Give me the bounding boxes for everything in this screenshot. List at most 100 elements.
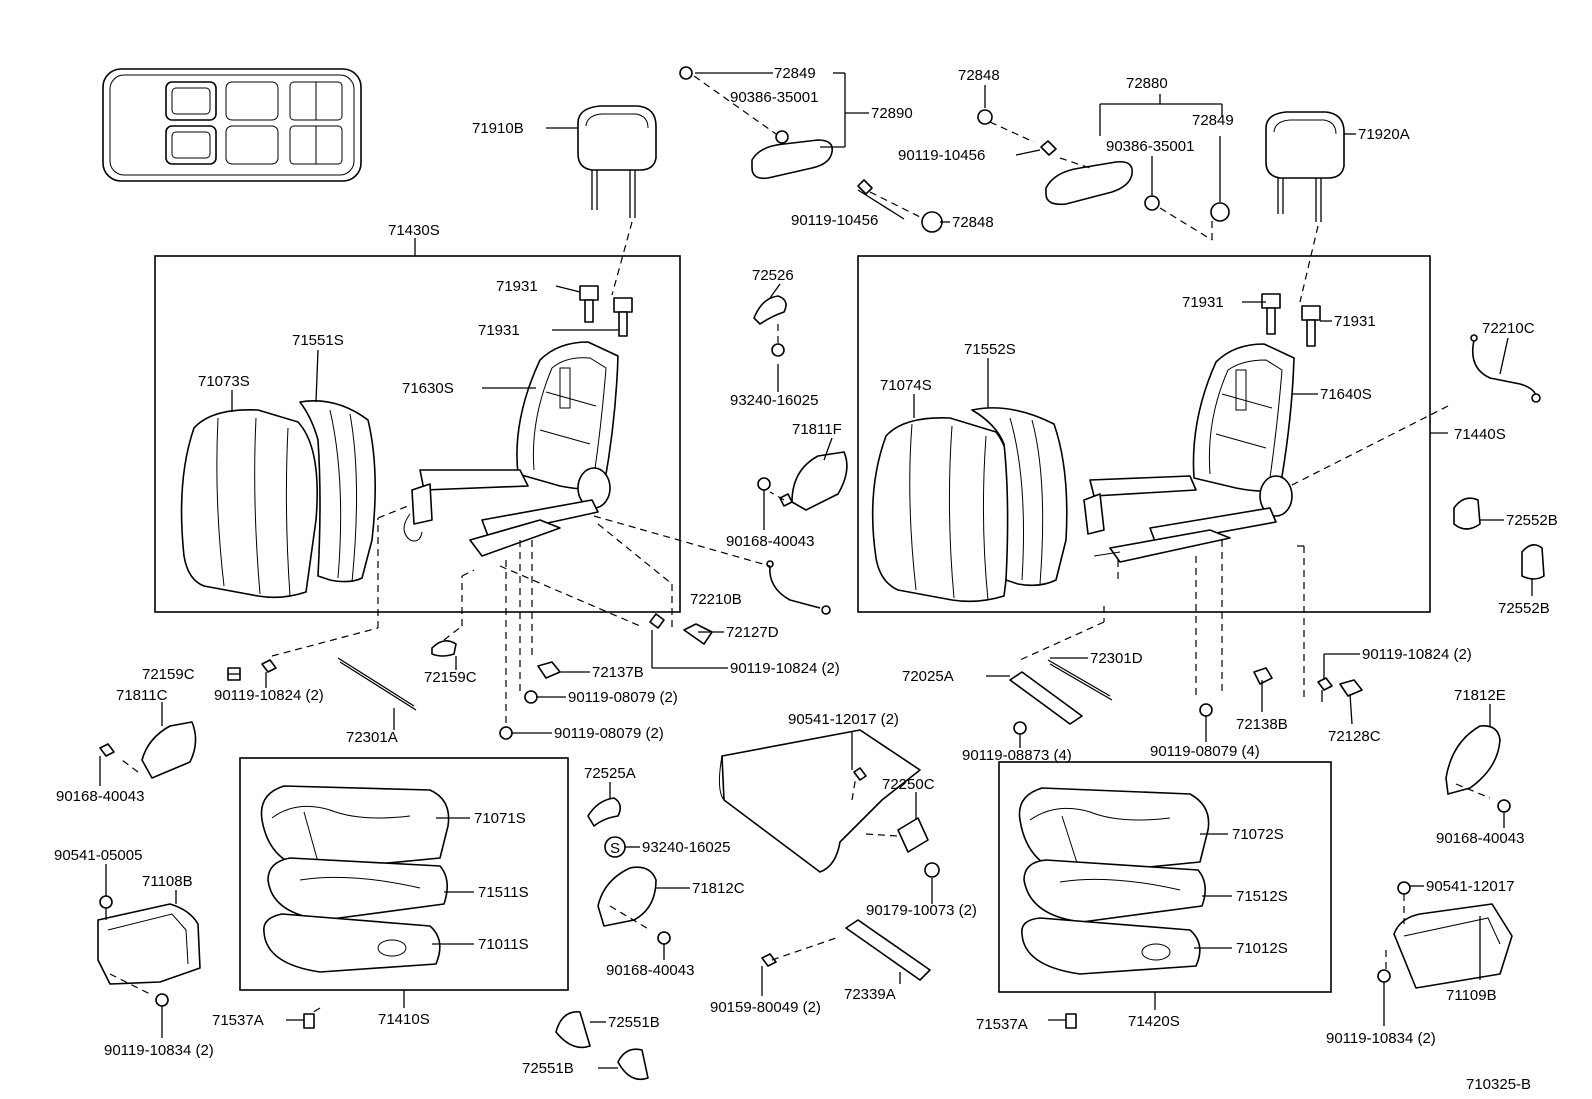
label-90168-40043-d: 90168-40043 [606,962,694,979]
headrest-guides-left [579,285,633,337]
label-72127D: 72127D [726,624,779,641]
seatback-cover-right [871,417,1015,603]
label-72210C: 72210C [1482,320,1535,337]
label-90159-80049: 90159-80049 (2) [710,999,821,1016]
link-72339A [845,919,931,981]
label-72210B: 72210B [690,591,742,608]
release-cable-right [1471,339,1537,397]
seatback-pad-left [299,400,376,583]
label-71537A-left: 71537A [212,1012,264,1029]
lever-72525A [587,797,622,827]
assembly-box-71440s [857,255,1431,613]
label-93240-16025-top: 93240-16025 [730,392,818,409]
cover-71812C [597,866,657,927]
label-93240-16025-bottom: 93240-16025 [642,839,730,856]
label-71931-d: 71931 [1334,313,1376,330]
label-71910B: 71910B [472,120,524,137]
label-72138B: 72138B [1236,716,1288,733]
label-72525A: 72525A [584,765,636,782]
label-72301D: 72301D [1090,650,1143,667]
label-72526: 72526 [752,267,794,284]
hinge-72250C [897,817,929,853]
label-72339A: 72339A [844,986,896,1003]
layout-seat-rear-left [165,125,217,165]
label-71931-c: 71931 [1182,294,1224,311]
label-71812E: 71812E [1454,687,1506,704]
clip-71537A-left [303,1013,315,1029]
seatback-cover-left [180,409,318,599]
seat-layout-key [102,68,362,182]
assembly-lines [109,405,1491,1015]
layout-seat-rear-center [225,125,279,165]
label-90119-10456-top: 90119-10456 [898,147,985,164]
side-cover-71109b [1377,881,1513,989]
headrest-guides-right [1261,293,1321,347]
label-72849-right: 72849 [1192,112,1234,129]
label-71640S: 71640S [1320,386,1372,403]
label-71552S: 71552S [964,341,1016,358]
label-90386-35001-right: 90386-35001 [1106,138,1194,155]
label-71071S: 71071S [474,810,526,827]
s-marker: S [610,840,620,857]
diagram-id: 710325-B [1466,1076,1531,1093]
label-72159C-b: 72159C [424,669,477,686]
label-71920A: 71920A [1358,126,1410,143]
label-71630S: 71630S [402,380,454,397]
label-71512S: 71512S [1236,888,1288,905]
cover-72552B-b [1521,544,1545,580]
label-72880: 72880 [1126,75,1168,92]
label-71931-b: 71931 [478,322,520,339]
label-90119-08079-a: 90119-08079 (2) [568,689,678,706]
leader-lines [99,72,1533,1069]
assembly-box-71430s [154,255,681,613]
cover-72551B-b [617,1048,649,1081]
label-71811F: 71811F [792,421,842,438]
label-72301A: 72301A [346,729,398,746]
label-72552B-b: 72552B [1498,600,1550,617]
label-71109B: 71109B [1446,987,1497,1004]
label-90119-08079-b: 90119-08079 (2) [554,725,664,742]
label-71420S: 71420S [1128,1013,1180,1030]
label-72890: 72890 [871,105,913,122]
cushion-left [260,785,450,973]
label-90119-08079-c: 90119-08079 (4) [1150,743,1260,760]
label-71011S: 71011S [478,936,529,953]
label-71072S: 71072S [1232,826,1284,843]
label-71108B: 71108B [142,873,193,890]
rod-72301A [337,657,415,707]
label-90168-40043-b: 90168-40043 [56,788,144,805]
label-71074S: 71074S [880,377,932,394]
label-90119-10824-a: 90119-10824 (2) [730,660,840,677]
label-90179-10073: 90179-10073 (2) [866,902,977,919]
label-72159C-a: 72159C [142,666,195,683]
clip-72138B [1253,667,1273,685]
label-90541-12017-b: 90541-12017 [1426,878,1514,895]
label-90168-40043-c: 90168-40043 [1436,830,1524,847]
label-72025A: 72025A [902,668,954,685]
label-90119-10824-c: 90119-10824 (2) [1362,646,1472,663]
seatback-frame-left [403,341,619,557]
label-72551B-b: 72551B [522,1060,574,1077]
label-71931-a: 71931 [496,278,538,295]
bracket-72025A [1009,671,1083,725]
label-72128C: 72128C [1328,728,1381,745]
label-72250C: 72250C [882,776,935,793]
label-71440S: 71440S [1454,426,1506,443]
cushion-right [1018,787,1210,975]
label-90541-12017-a: 90541-12017 (2) [788,711,899,728]
label-90541-05005: 90541-05005 [54,847,142,864]
label-71551S: 71551S [292,332,344,349]
rod-72301D [1047,659,1111,697]
label-71537A-right: 71537A [976,1016,1028,1033]
assembly-box-71420s [998,761,1332,993]
armrest-left [679,66,943,233]
cap-72159C [431,640,457,657]
label-90119-10456-bottom: 90119-10456 [791,212,878,229]
seatback-frame-right [1083,343,1295,563]
cover-72551B-a [555,1011,591,1049]
cover-71811F [791,451,848,511]
seatback-pad-right [971,407,1068,587]
label-72848-top: 72848 [958,67,1000,84]
label-72137B: 72137B [592,664,644,681]
